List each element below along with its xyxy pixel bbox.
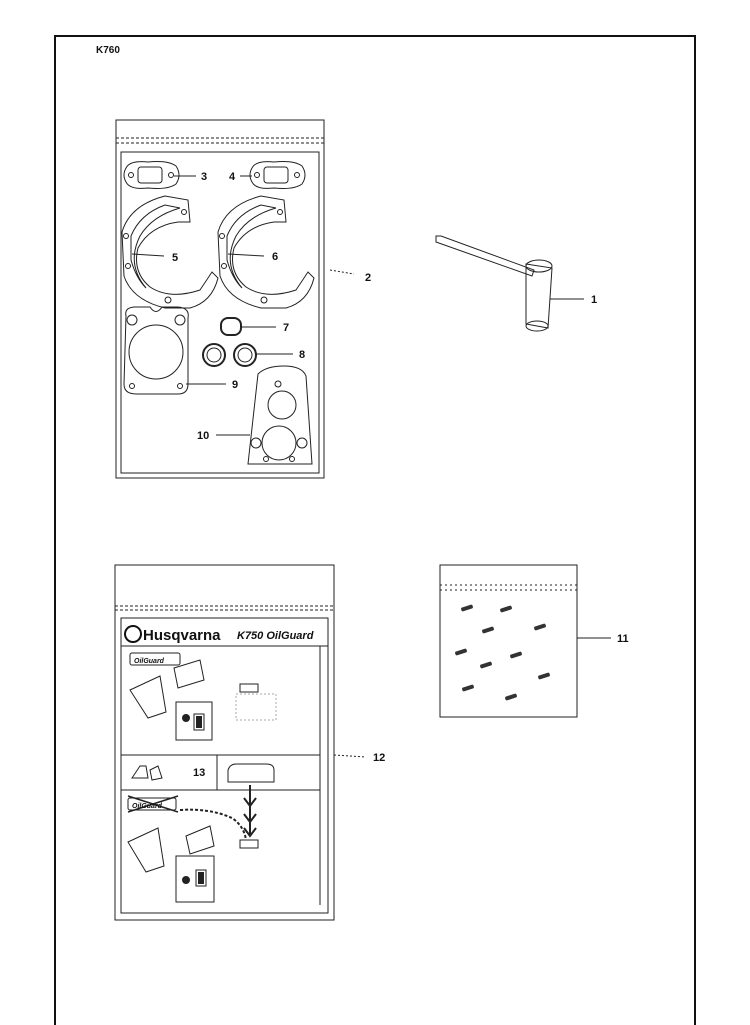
oil-cap-icon <box>227 763 275 783</box>
oilguard-tool-icon <box>131 765 163 781</box>
o-ring-7 <box>220 317 242 336</box>
callout-5: 5 <box>172 252 178 264</box>
callout-8: 8 <box>299 349 305 361</box>
husqvarna-logo-icon <box>124 625 142 643</box>
model-label: K760 <box>96 45 120 56</box>
screw-bag-11 <box>439 564 578 718</box>
callout-4: 4 <box>229 171 236 183</box>
screws <box>455 604 550 701</box>
leaflet-brand: Husqvarna <box>143 627 221 644</box>
cylinder-gasket-9 <box>123 306 189 395</box>
combination-spanner-1 <box>435 235 553 332</box>
page-frame <box>54 35 696 1025</box>
callout-11: 11 <box>617 633 629 645</box>
exhaust-gasket-4 <box>249 161 306 189</box>
oilguard-leaflet-bag <box>114 564 335 921</box>
crankcase-gasket-6 <box>217 195 315 309</box>
callout-3: 3 <box>201 171 207 183</box>
icon-fills <box>182 714 204 884</box>
exhaust-gasket-3 <box>123 161 180 189</box>
gasket-kit-bag <box>115 119 325 479</box>
callout-7: 7 <box>283 322 289 334</box>
callout-2: 2 <box>365 272 371 284</box>
callout-6: 6 <box>272 251 278 263</box>
callout-13: 13 <box>193 767 205 779</box>
refuel-illustration-bottom <box>127 785 259 903</box>
callout-9: 9 <box>232 379 238 391</box>
seal-rings-8 <box>202 343 257 367</box>
callout-12: 12 <box>373 752 385 764</box>
refuel-illustration-top <box>129 652 277 741</box>
oilguard-logo-top: OilGuard <box>134 658 165 665</box>
crankcase-gasket-5 <box>121 195 219 309</box>
callout-numbers: 1 2 3 4 5 6 7 8 9 10 11 12 13 <box>172 171 629 779</box>
leader-lines <box>131 175 611 758</box>
leaflet-header: Husqvarna K750 OilGuard OilGuard OilGuar… <box>124 625 314 810</box>
callout-10: 10 <box>197 430 209 442</box>
oilguard-logo-bottom: OilGuard <box>132 803 163 810</box>
callout-1: 1 <box>591 294 597 306</box>
leaflet-title: K750 OilGuard <box>237 630 314 642</box>
intake-plate-gasket-10 <box>247 365 313 465</box>
